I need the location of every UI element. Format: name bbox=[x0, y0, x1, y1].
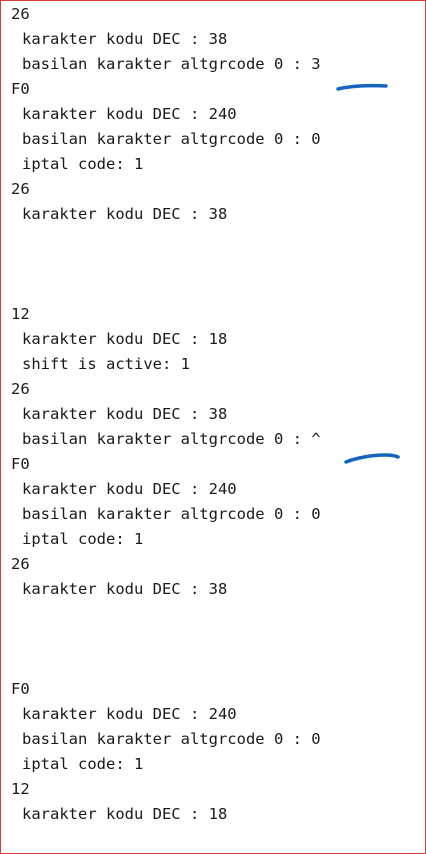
console-line: basilan karakter altgrcode 0 : ^ bbox=[22, 430, 321, 448]
blank-line bbox=[0, 652, 420, 677]
console-line: 26 bbox=[11, 380, 30, 398]
console-line: basilan karakter altgrcode 0 : 0 bbox=[22, 130, 321, 148]
console-line: basilan karakter altgrcode 0 : 3 bbox=[22, 55, 321, 73]
console-line: iptal code: 1 bbox=[22, 755, 144, 773]
console-line: karakter kodu DEC : 38 bbox=[22, 30, 228, 48]
console-line: karakter kodu DEC : 240 bbox=[22, 105, 237, 123]
console-line: basilan karakter altgrcode 0 : 0 bbox=[22, 505, 321, 523]
console-line: iptal code: 1 bbox=[22, 155, 144, 173]
blank-line bbox=[0, 227, 420, 252]
console-line: karakter kodu DEC : 38 bbox=[22, 580, 228, 598]
console-line: F0 bbox=[11, 455, 30, 473]
blank-line bbox=[0, 602, 420, 627]
console-line: 26 bbox=[11, 180, 30, 198]
console-line: karakter kodu DEC : 18 bbox=[22, 805, 228, 823]
console-line: F0 bbox=[11, 80, 30, 98]
console-line: 12 bbox=[11, 305, 30, 323]
blank-line bbox=[0, 277, 420, 302]
console-line: 12 bbox=[11, 780, 30, 798]
serial-output-console[interactable]: 26 karakter kodu DEC : 38 basilan karakter… bbox=[0, 2, 420, 827]
console-line: iptal code: 1 bbox=[22, 530, 144, 548]
console-line: 26 bbox=[11, 555, 30, 573]
console-line: F0 bbox=[11, 680, 30, 698]
console-line: karakter kodu DEC : 240 bbox=[22, 705, 237, 723]
console-line: karakter kodu DEC : 18 bbox=[22, 330, 228, 348]
console-line: shift is active: 1 bbox=[22, 355, 190, 373]
console-line: karakter kodu DEC : 38 bbox=[22, 205, 228, 223]
blank-line bbox=[0, 252, 420, 277]
blank-line bbox=[0, 627, 420, 652]
console-line: karakter kodu DEC : 38 bbox=[22, 405, 228, 423]
console-line: 26 bbox=[11, 5, 30, 23]
console-line: basilan karakter altgrcode 0 : 0 bbox=[22, 730, 321, 748]
console-line: karakter kodu DEC : 240 bbox=[22, 480, 237, 498]
